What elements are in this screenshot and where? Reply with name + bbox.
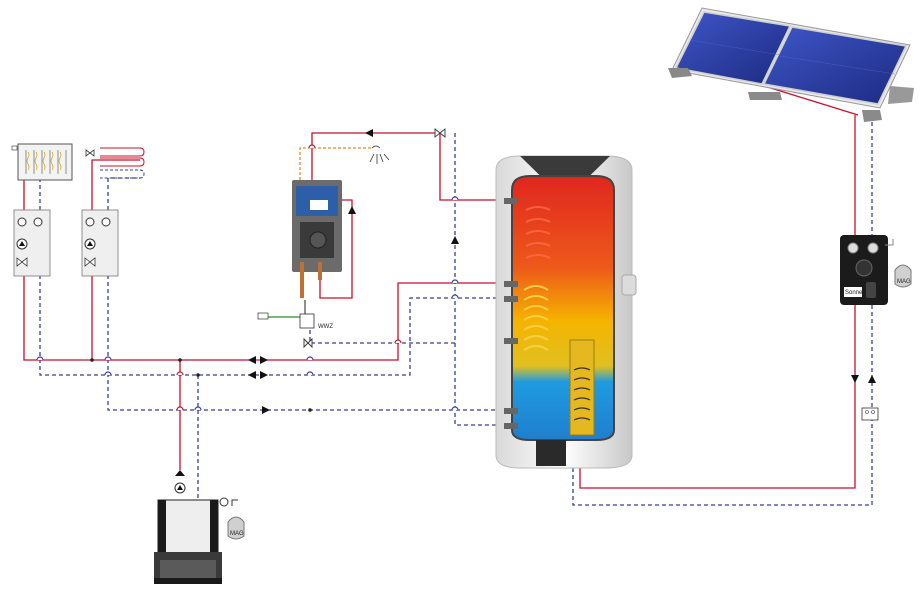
solar-station-icon: Sonnenkraft [840, 235, 894, 305]
crossover [176, 406, 184, 411]
crossover [451, 279, 459, 284]
solar-collector-icon [668, 7, 914, 122]
crossover [104, 356, 112, 361]
boiler-icon [154, 470, 238, 584]
heating-return-pipe [39, 240, 512, 376]
expansion-vessel-boiler-label: MAG [230, 531, 244, 537]
dhw-shower-pipe [299, 147, 372, 180]
crossover [451, 294, 459, 299]
flow-meter-icon [861, 407, 879, 421]
crossover [306, 371, 314, 376]
dhw-recirc-pipe [454, 343, 512, 426]
crossover [451, 406, 459, 411]
solar-return-pipe-down [572, 305, 873, 506]
flow-arrow-icon [365, 129, 373, 137]
shower-icon [369, 145, 390, 164]
expansion-vessel-solar-label: MAG [897, 279, 911, 285]
pipework [23, 59, 873, 506]
floorheat-riser [91, 159, 140, 210]
floorheat-return-riser [107, 177, 140, 210]
hot-water-tank-icon [495, 155, 637, 469]
flow-arrow-icon [451, 236, 459, 244]
solar-station-brand: Sonnenkraft [845, 290, 878, 296]
mixing-valve-icon [303, 337, 313, 349]
sensor-box [257, 312, 269, 320]
heating-flow-pipe [23, 240, 512, 361]
heating-pump-group-icon [13, 209, 51, 277]
flow-arrow-icon [851, 375, 859, 383]
pipe-junctions [90, 358, 312, 412]
floor-heating-icon [85, 147, 145, 179]
expansion-vessel-icon: MAG [894, 264, 912, 288]
expansion-vessel-icon: MAG [227, 516, 245, 540]
crossover [176, 371, 184, 376]
crossover [306, 356, 314, 361]
crossover [394, 339, 402, 344]
crossover [194, 406, 202, 411]
heating-pump-group-icon [81, 209, 119, 277]
crossover [308, 144, 316, 149]
flow-arrows [248, 129, 876, 414]
fresh-water-module-icon: WWZ [292, 180, 342, 330]
flow-arrow-icon [262, 406, 270, 414]
radiator-icon [11, 143, 73, 181]
crossover [451, 196, 459, 201]
flow-arrow-icon [248, 371, 268, 379]
crossover [36, 356, 44, 361]
module-wwz-label: WWZ [318, 324, 333, 330]
crossover [104, 371, 112, 376]
flow-arrow-icon [348, 206, 356, 214]
flow-arrow-icon [868, 375, 876, 383]
solar-flow-pipe-down [579, 305, 856, 489]
flow-arrow-icon [248, 356, 268, 364]
pipe-crossovers [36, 144, 459, 411]
floorheat-return-pipe [107, 240, 512, 411]
mixing-valve-icon [434, 128, 446, 138]
heat-exchanger-coil [523, 285, 549, 351]
